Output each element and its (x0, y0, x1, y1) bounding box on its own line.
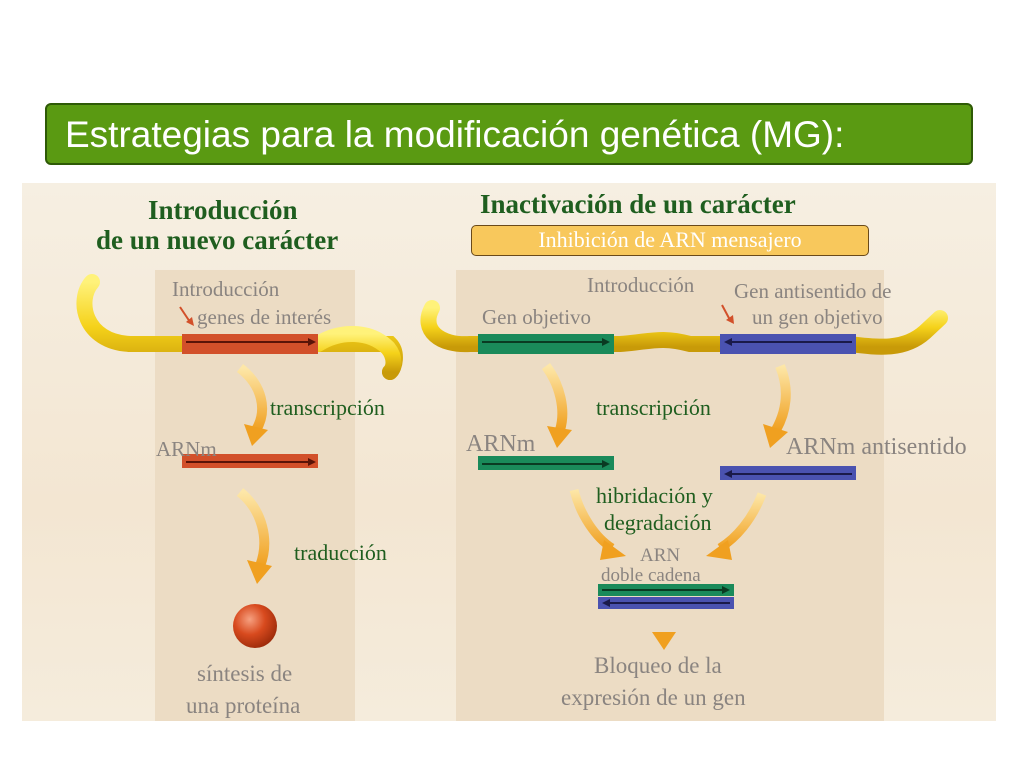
dsrna-top-arrowhead (722, 586, 730, 594)
right-heading: Inactivación de un carácter (480, 189, 796, 219)
target-gene-label: Gen objetivo (482, 305, 592, 329)
right-transcription-arrowhead-right (763, 424, 788, 448)
left-mrna-arrowhead (308, 458, 316, 466)
antisense-gene-arrowhead (724, 338, 732, 346)
protein-sphere (233, 604, 277, 648)
hybridization-arrowhead-right (706, 540, 732, 560)
target-mrna-label: ARNm (466, 431, 536, 457)
left-heading-line1: Introducción (148, 195, 298, 225)
left-gene-arrowhead (308, 338, 316, 346)
right-subtitle: Inhibición de ARN mensajero (538, 227, 802, 252)
hybridization-label-line1: hibridación y (596, 483, 713, 508)
left-mrna-label: ARNm (156, 437, 217, 461)
page-title: Estrategias para la modificación genétic… (65, 114, 845, 155)
target-gene-segment (478, 334, 614, 354)
left-transcription-label: transcripción (270, 395, 385, 420)
dsrna-bottom-arrowhead (602, 599, 610, 607)
right-transcription-arrow-right (771, 364, 791, 433)
left-translation-arrow (236, 488, 270, 568)
left-translation-label: traducción (294, 540, 387, 565)
right-intro-label: Introducción (587, 273, 695, 297)
left-translation-arrowhead (247, 560, 272, 584)
target-mrna-arrowhead (602, 460, 610, 468)
antisense-mrna-arrowhead (724, 470, 732, 478)
right-result-line1: Bloqueo de la (594, 653, 722, 678)
left-transcription-arrow (236, 364, 268, 433)
title-bar: Estrategias para la modificación genétic… (45, 103, 973, 165)
left-result-line1: síntesis de (197, 661, 293, 686)
right-intro-pointer (721, 304, 731, 321)
left-genes-label: genes de interés (197, 305, 332, 329)
left-transcription-arrowhead (244, 424, 268, 446)
right-transcription-label: transcripción (596, 395, 711, 420)
left-gene-of-interest (182, 334, 318, 354)
hybridization-arrow-right (717, 492, 767, 552)
dsrna-label-line2: doble cadena (601, 565, 701, 586)
left-dna-strand (76, 274, 403, 380)
left-intro-label: Introducción (172, 277, 280, 301)
hybridization-arrowhead-left (600, 540, 626, 560)
right-transcription-arrow-left (541, 363, 568, 432)
antisense-gene-label-line1: Gen antisentido de (734, 279, 892, 303)
dsrna-label-line1: ARN (640, 545, 681, 566)
left-heading-line2: de un nuevo carácter (96, 225, 339, 255)
right-dna-strand (420, 300, 948, 355)
left-intro-pointer (179, 306, 191, 323)
hybridization-label-line2: degradación (604, 510, 712, 535)
right-subtitle-box: Inhibición de ARN mensajero (471, 225, 869, 256)
antisense-gene-segment (720, 334, 856, 354)
block-arrowhead (652, 632, 676, 650)
right-result-line2: expresión de un gen (561, 685, 746, 710)
right-transcription-arrowhead-left (547, 426, 572, 448)
antisense-mrna-label: ARNm antisentido (786, 434, 967, 460)
right-intro-pointer-head (726, 315, 734, 324)
target-gene-arrowhead (602, 338, 610, 346)
left-result-line2: una proteína (186, 693, 301, 718)
left-intro-pointer-head (186, 317, 194, 326)
antisense-gene-label-line2: un gen objetivo (752, 305, 883, 329)
